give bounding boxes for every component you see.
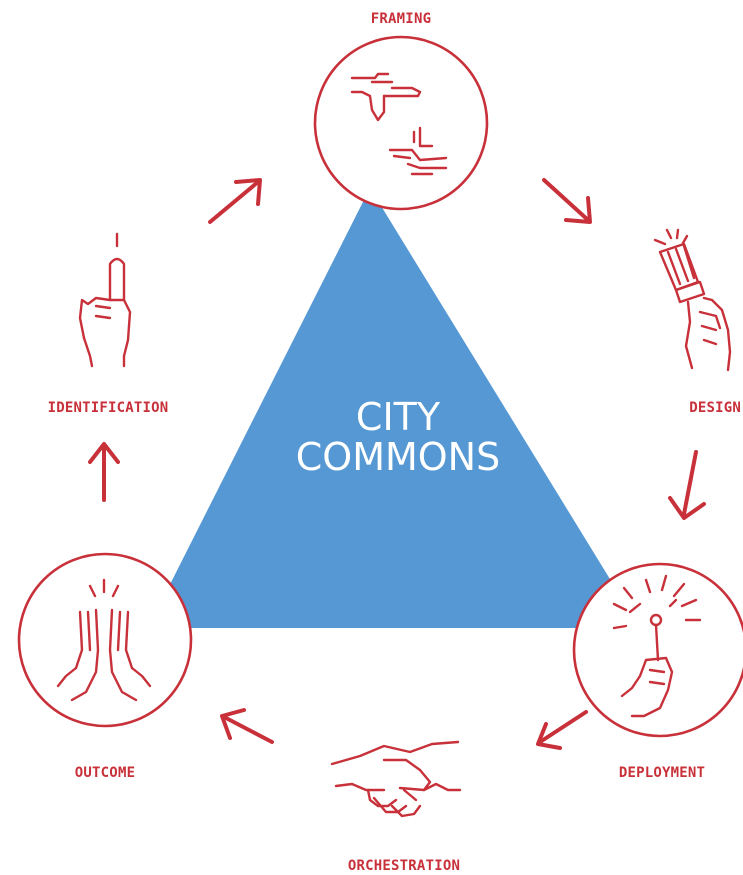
framing-circle [313, 35, 489, 211]
framing-hands-icon [350, 72, 448, 176]
stage-label-orchestration: ORCHESTRATION [348, 858, 460, 874]
center-title-line-1: CITY [356, 395, 441, 439]
arrow-design-to-deployment [668, 450, 706, 520]
sparkler-hand-icon [612, 574, 702, 718]
arrow-framing-to-design [542, 178, 592, 224]
stage-label-identification: IDENTIFICATION [48, 400, 169, 416]
arrow-deployment-to-orchestration [536, 710, 588, 750]
pointing-finger-icon [78, 232, 132, 368]
high-five-hands-icon [56, 578, 152, 702]
arrow-orchestration-to-outcome [220, 708, 274, 744]
stage-label-deployment: DEPLOYMENT [619, 765, 705, 781]
center-triangle [148, 188, 640, 628]
paintbrush-hand-icon [653, 228, 732, 372]
center-title-line-2: COMMONS [296, 435, 500, 479]
stage-label-framing: FRAMING [371, 11, 431, 27]
arrow-identification-to-framing [208, 178, 262, 224]
stage-label-outcome: OUTCOME [75, 765, 135, 781]
arrow-outcome-to-identification [88, 442, 120, 502]
stage-label-design: DESIGN [689, 400, 741, 416]
handshake-icon [330, 740, 462, 818]
